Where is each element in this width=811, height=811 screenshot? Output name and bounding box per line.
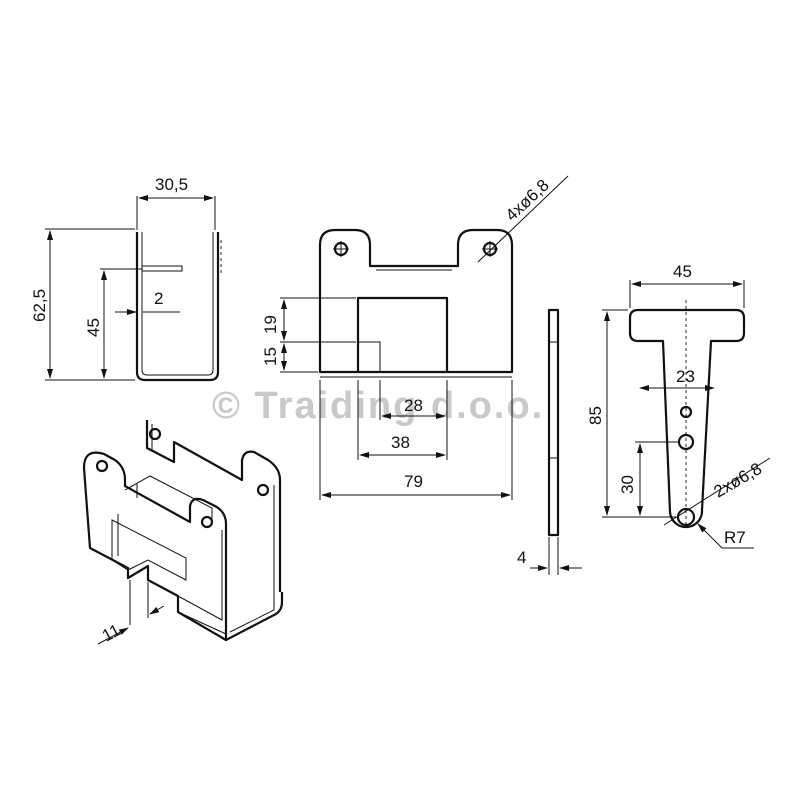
watermark-text: © Traiding d.o.o.: [212, 385, 544, 427]
dim-bracket-height: 85: [586, 406, 605, 425]
dim-side-thickness: 4: [517, 548, 526, 567]
dim-bracket-30: 30: [618, 475, 637, 494]
side-view-strip: 4: [517, 308, 582, 575]
dim-front-inner: 45: [84, 318, 103, 337]
dim-plate-19: 19: [261, 315, 280, 334]
dim-front-height: 62,5: [30, 289, 49, 322]
dim-plate-hole: 4xø6,8: [502, 176, 553, 225]
dim-front-width: 30,5: [155, 175, 188, 194]
dim-plate-28: 28: [404, 396, 423, 415]
t-bracket-view: 45 85 23 30 2xø6,8 R7: [586, 262, 771, 549]
isometric-view: 11: [82, 420, 284, 646]
dim-front-tab: 2: [154, 289, 163, 308]
dim-plate-38: 38: [391, 433, 410, 452]
front-view-u-channel: 30,5 62,5 45 2: [30, 175, 222, 382]
dim-bracket-radius: R7: [724, 528, 746, 547]
dim-bracket-23: 23: [676, 367, 695, 386]
plate-view: 4xø6,8 19 15 28 38 79: [261, 176, 569, 500]
dim-plate-15: 15: [261, 347, 280, 366]
dim-plate-79: 79: [404, 472, 423, 491]
dim-bracket-width: 45: [673, 262, 692, 281]
dim-bracket-hole: 2xø6,8: [711, 459, 766, 501]
